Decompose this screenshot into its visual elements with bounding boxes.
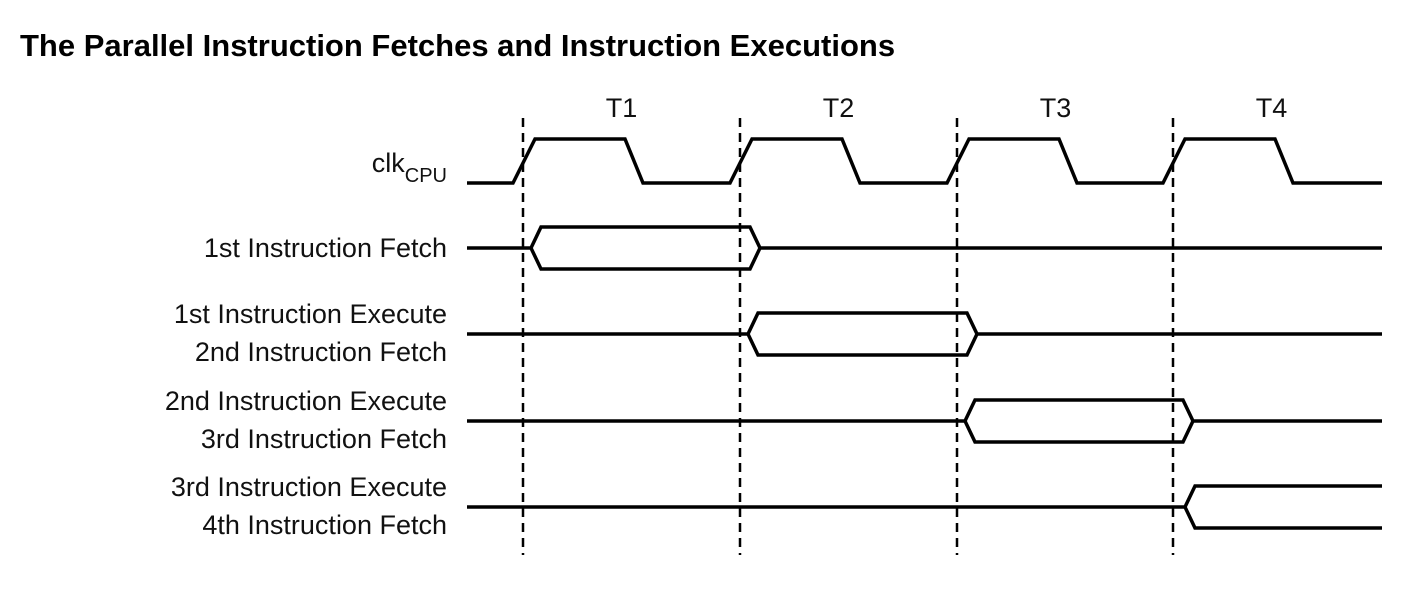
- signal-label-line: 2nd Instruction Execute: [165, 386, 447, 416]
- signal-row: 2nd Instruction Execute 3rd Instruction F…: [165, 386, 1382, 454]
- signal-waveform-lower: [529, 247, 762, 271]
- signal-label: 1st Instruction Fetch: [204, 233, 447, 263]
- signal-waveform-lower: [746, 333, 979, 357]
- signal-waveform-upper: [467, 484, 1382, 509]
- signal-waveform-lower: [963, 420, 1195, 444]
- signal-label-line: 3rd Instruction Fetch: [201, 424, 447, 454]
- period-label: T4: [1256, 93, 1288, 123]
- clock-label-subscript: CPU: [405, 165, 447, 187]
- period-boundaries: [521, 118, 1175, 555]
- signal-label-line: 2nd Instruction Fetch: [195, 337, 447, 367]
- clock-label-main: clk: [372, 148, 405, 178]
- period-label: T2: [823, 93, 855, 123]
- signal-row: 1st Instruction Fetch: [204, 225, 1382, 271]
- signal-waveform-lower: [1183, 506, 1382, 530]
- signal-label-line: 1st Instruction Execute: [174, 299, 447, 329]
- period-label: T3: [1040, 93, 1072, 123]
- period-labels: T1 T2 T3 T4: [606, 93, 1288, 123]
- clock-label: clkCPU: [372, 148, 447, 187]
- diagram-title: The Parallel Instruction Fetches and Ins…: [20, 28, 896, 63]
- signal-waveform-upper: [467, 225, 1382, 250]
- signal-row: 3rd Instruction Execute 4th Instruction F…: [171, 472, 1382, 540]
- signal-waveform-upper: [467, 398, 1382, 423]
- signal-row: 1st Instruction Execute 2nd Instruction F…: [174, 299, 1382, 367]
- signal-label-line: 4th Instruction Fetch: [202, 510, 447, 540]
- signal-waveform-upper: [467, 311, 1382, 336]
- signal-rows: 1st Instruction Fetch 1st Instruction Exe…: [165, 225, 1382, 540]
- clock-waveform: [467, 137, 1382, 185]
- signal-label-line: 3rd Instruction Execute: [171, 472, 447, 502]
- period-label: T1: [606, 93, 638, 123]
